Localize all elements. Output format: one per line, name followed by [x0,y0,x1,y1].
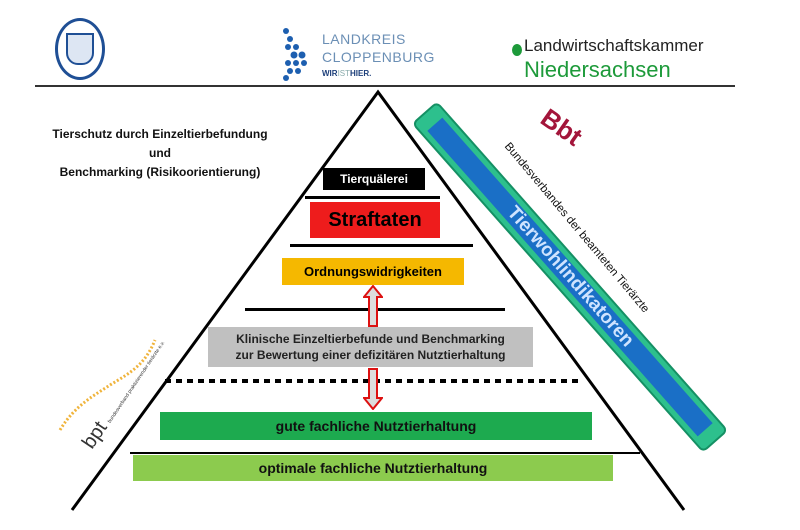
dots-icon [283,28,307,81]
level-optimale-haltung: optimale fachliche Nutztierhaltung [133,455,613,481]
arrow-down-icon [363,368,383,410]
landkreis-line1: LANDKREIS [322,31,406,47]
landkreis-line2: CLOPPENBURG [322,49,435,65]
leaf-icon [512,44,522,56]
level-tierquaelerei: Tierquälerei [323,168,425,190]
title-line2: und [149,146,171,160]
slogan-a: WIR [322,69,338,78]
slogan-b: IST [337,69,351,78]
header-divider [35,85,735,87]
lwk-line1: Landwirtschaftskammer [524,36,704,55]
landkreis-slogan: WIRISTHIER. [322,69,371,79]
arrow-up-icon [363,285,383,327]
slogan-c: HIER. [350,69,372,78]
divider-4 [130,452,640,454]
level-ordnungswidrigkeiten: Ordnungswidrigkeiten [282,258,464,285]
level-klinische-line2: zur Bewertung einer defizitären Nutztier… [235,348,506,362]
lwk-line2: Niedersachsen [524,57,671,82]
title-line1: Tierschutz durch Einzeltierbefundung [52,127,268,141]
level-gute-haltung: gute fachliche Nutztierhaltung [160,412,592,440]
diagram-title: Tierschutz durch Einzeltierbefundung und… [30,125,290,182]
seal-logo [55,18,105,80]
lwk-logo: Landwirtschaftskammer Niedersachsen [510,36,740,84]
divider-1 [305,196,440,199]
bpt-dotted-wave [58,339,157,431]
divider-2 [290,244,473,247]
level-straftaten: Straftaten [310,202,440,238]
level-klinische-befunde: Klinische Einzeltierbefunde und Benchmar… [208,327,533,367]
title-line3: Benchmarking (Risikoorientierung) [59,165,261,179]
level-klinische-line1: Klinische Einzeltierbefunde und Benchmar… [236,332,505,346]
landkreis-logo: LANDKREIS CLOPPENBURG WIRISTHIER. [280,25,434,83]
